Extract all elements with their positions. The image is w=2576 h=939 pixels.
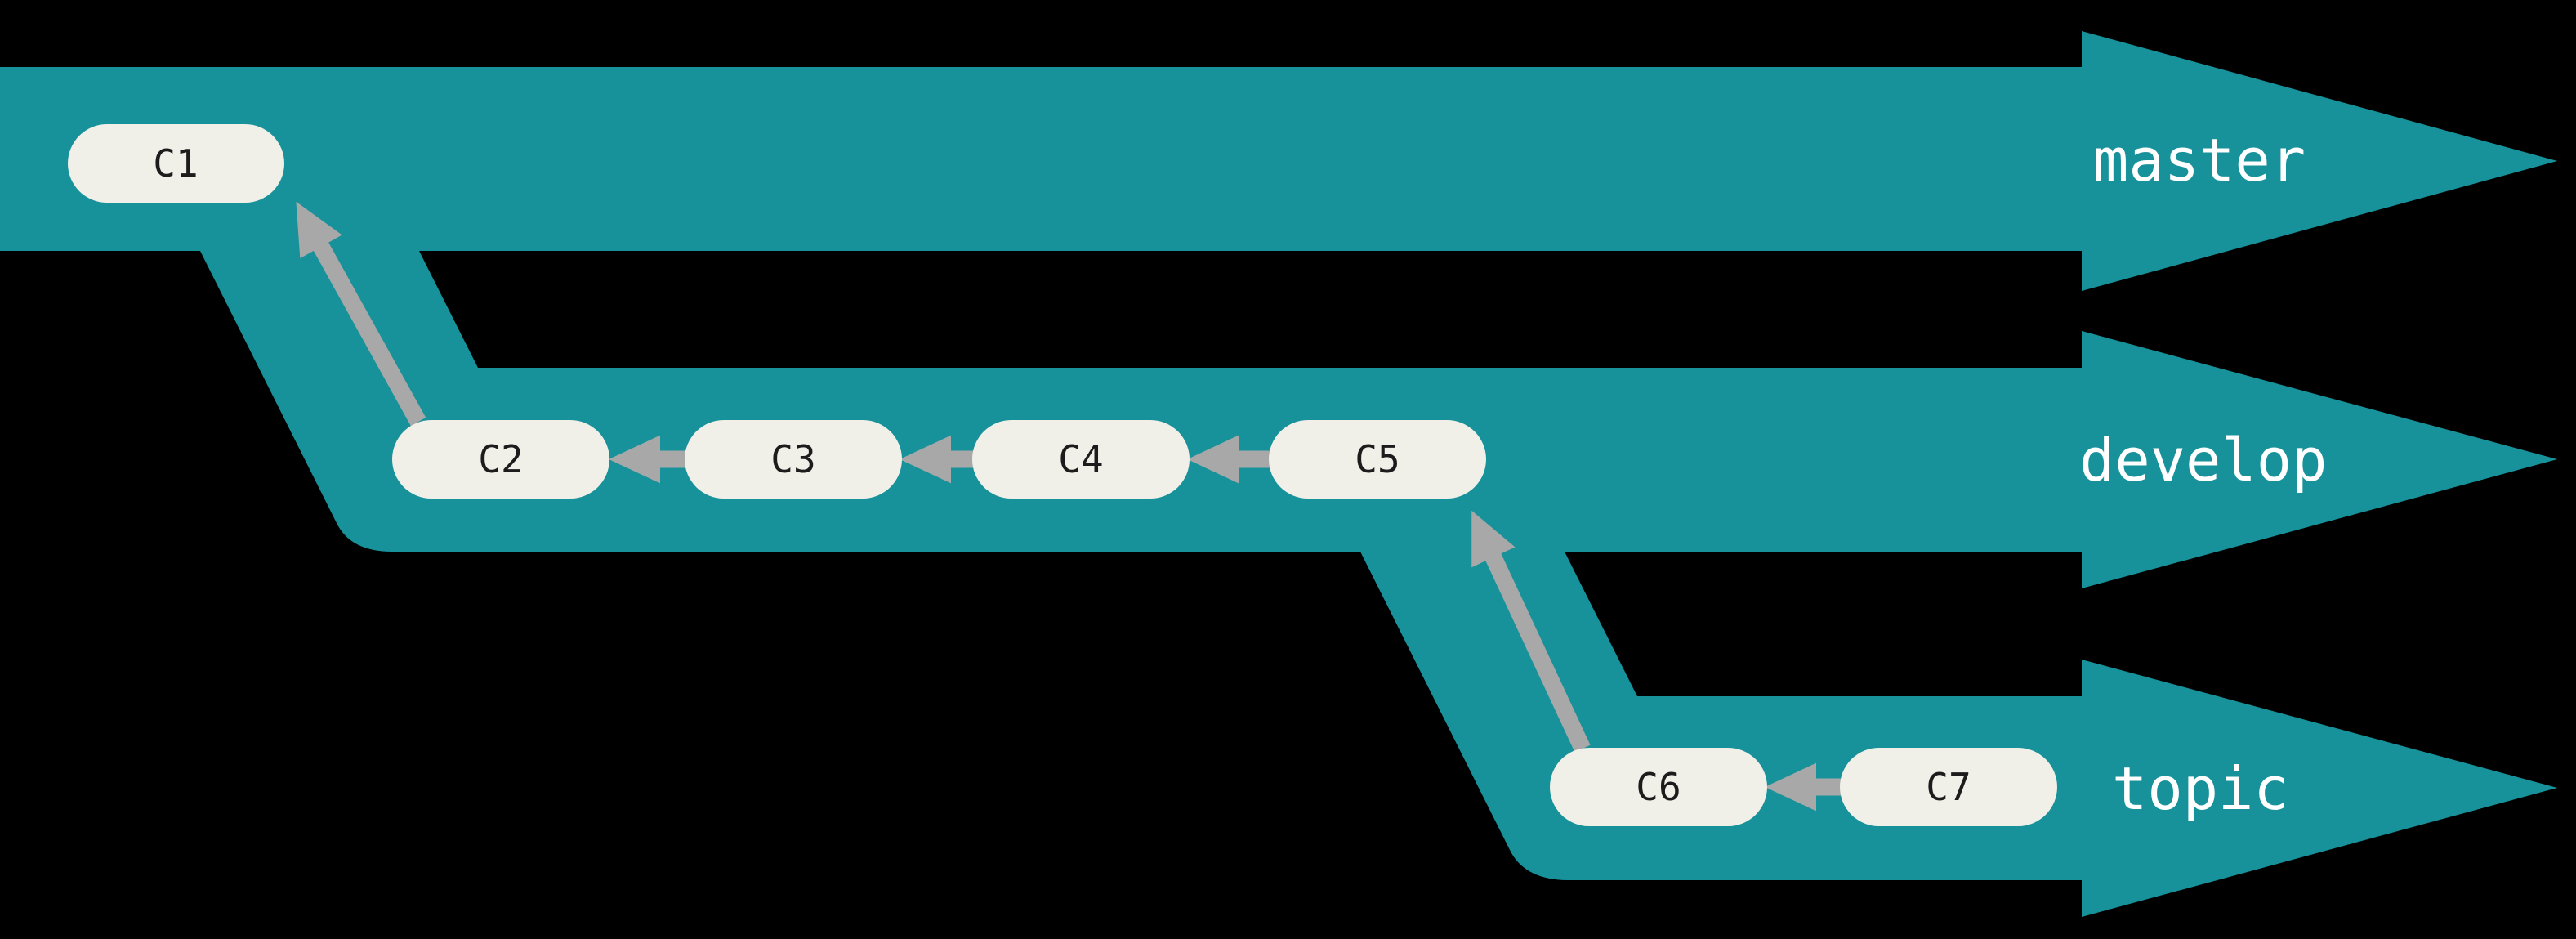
commit-capsule-c6 [1550,748,1767,826]
commit-capsule-c5 [1269,420,1486,499]
commit-nodes: C1 C2 C3 C4 C5 C6 [68,124,2057,826]
branch-band-develop [200,251,2557,588]
commit-node-c7: C7 [1840,748,2057,826]
branch-band-master [0,31,2557,291]
commit-label-c6: C6 [1636,765,1681,809]
commit-label-c1: C1 [153,141,198,186]
parent-arrow-c6-c5 [1471,510,1591,753]
commit-capsule-c1 [68,124,284,203]
commit-node-c5: C5 [1269,420,1486,499]
commit-label-c7: C7 [1926,765,1971,809]
branch-label-develop: develop [2079,426,2327,494]
commit-node-c3: C3 [685,420,902,499]
commit-node-c4: C4 [972,420,1190,499]
commit-label-c5: C5 [1355,437,1400,481]
commit-label-c2: C2 [478,437,523,481]
parent-arrows [296,201,1842,812]
commit-capsule-c2 [392,420,609,499]
commit-capsule-c4 [972,420,1190,499]
commit-node-c2: C2 [392,420,609,499]
commit-capsule-c3 [685,420,902,499]
branch-band-topic [1360,552,2557,917]
commit-capsule-c7 [1840,748,2057,826]
branch-label-topic: topic [2112,754,2289,823]
commit-node-c6: C6 [1550,748,1767,826]
commit-label-c3: C3 [770,437,815,481]
parent-arrow-c2-c1 [296,201,426,427]
branch-labels: master develop topic [2079,126,2327,823]
commit-label-c4: C4 [1058,437,1103,481]
commit-node-c1: C1 [68,124,284,203]
branch-label-master: master [2093,126,2306,195]
